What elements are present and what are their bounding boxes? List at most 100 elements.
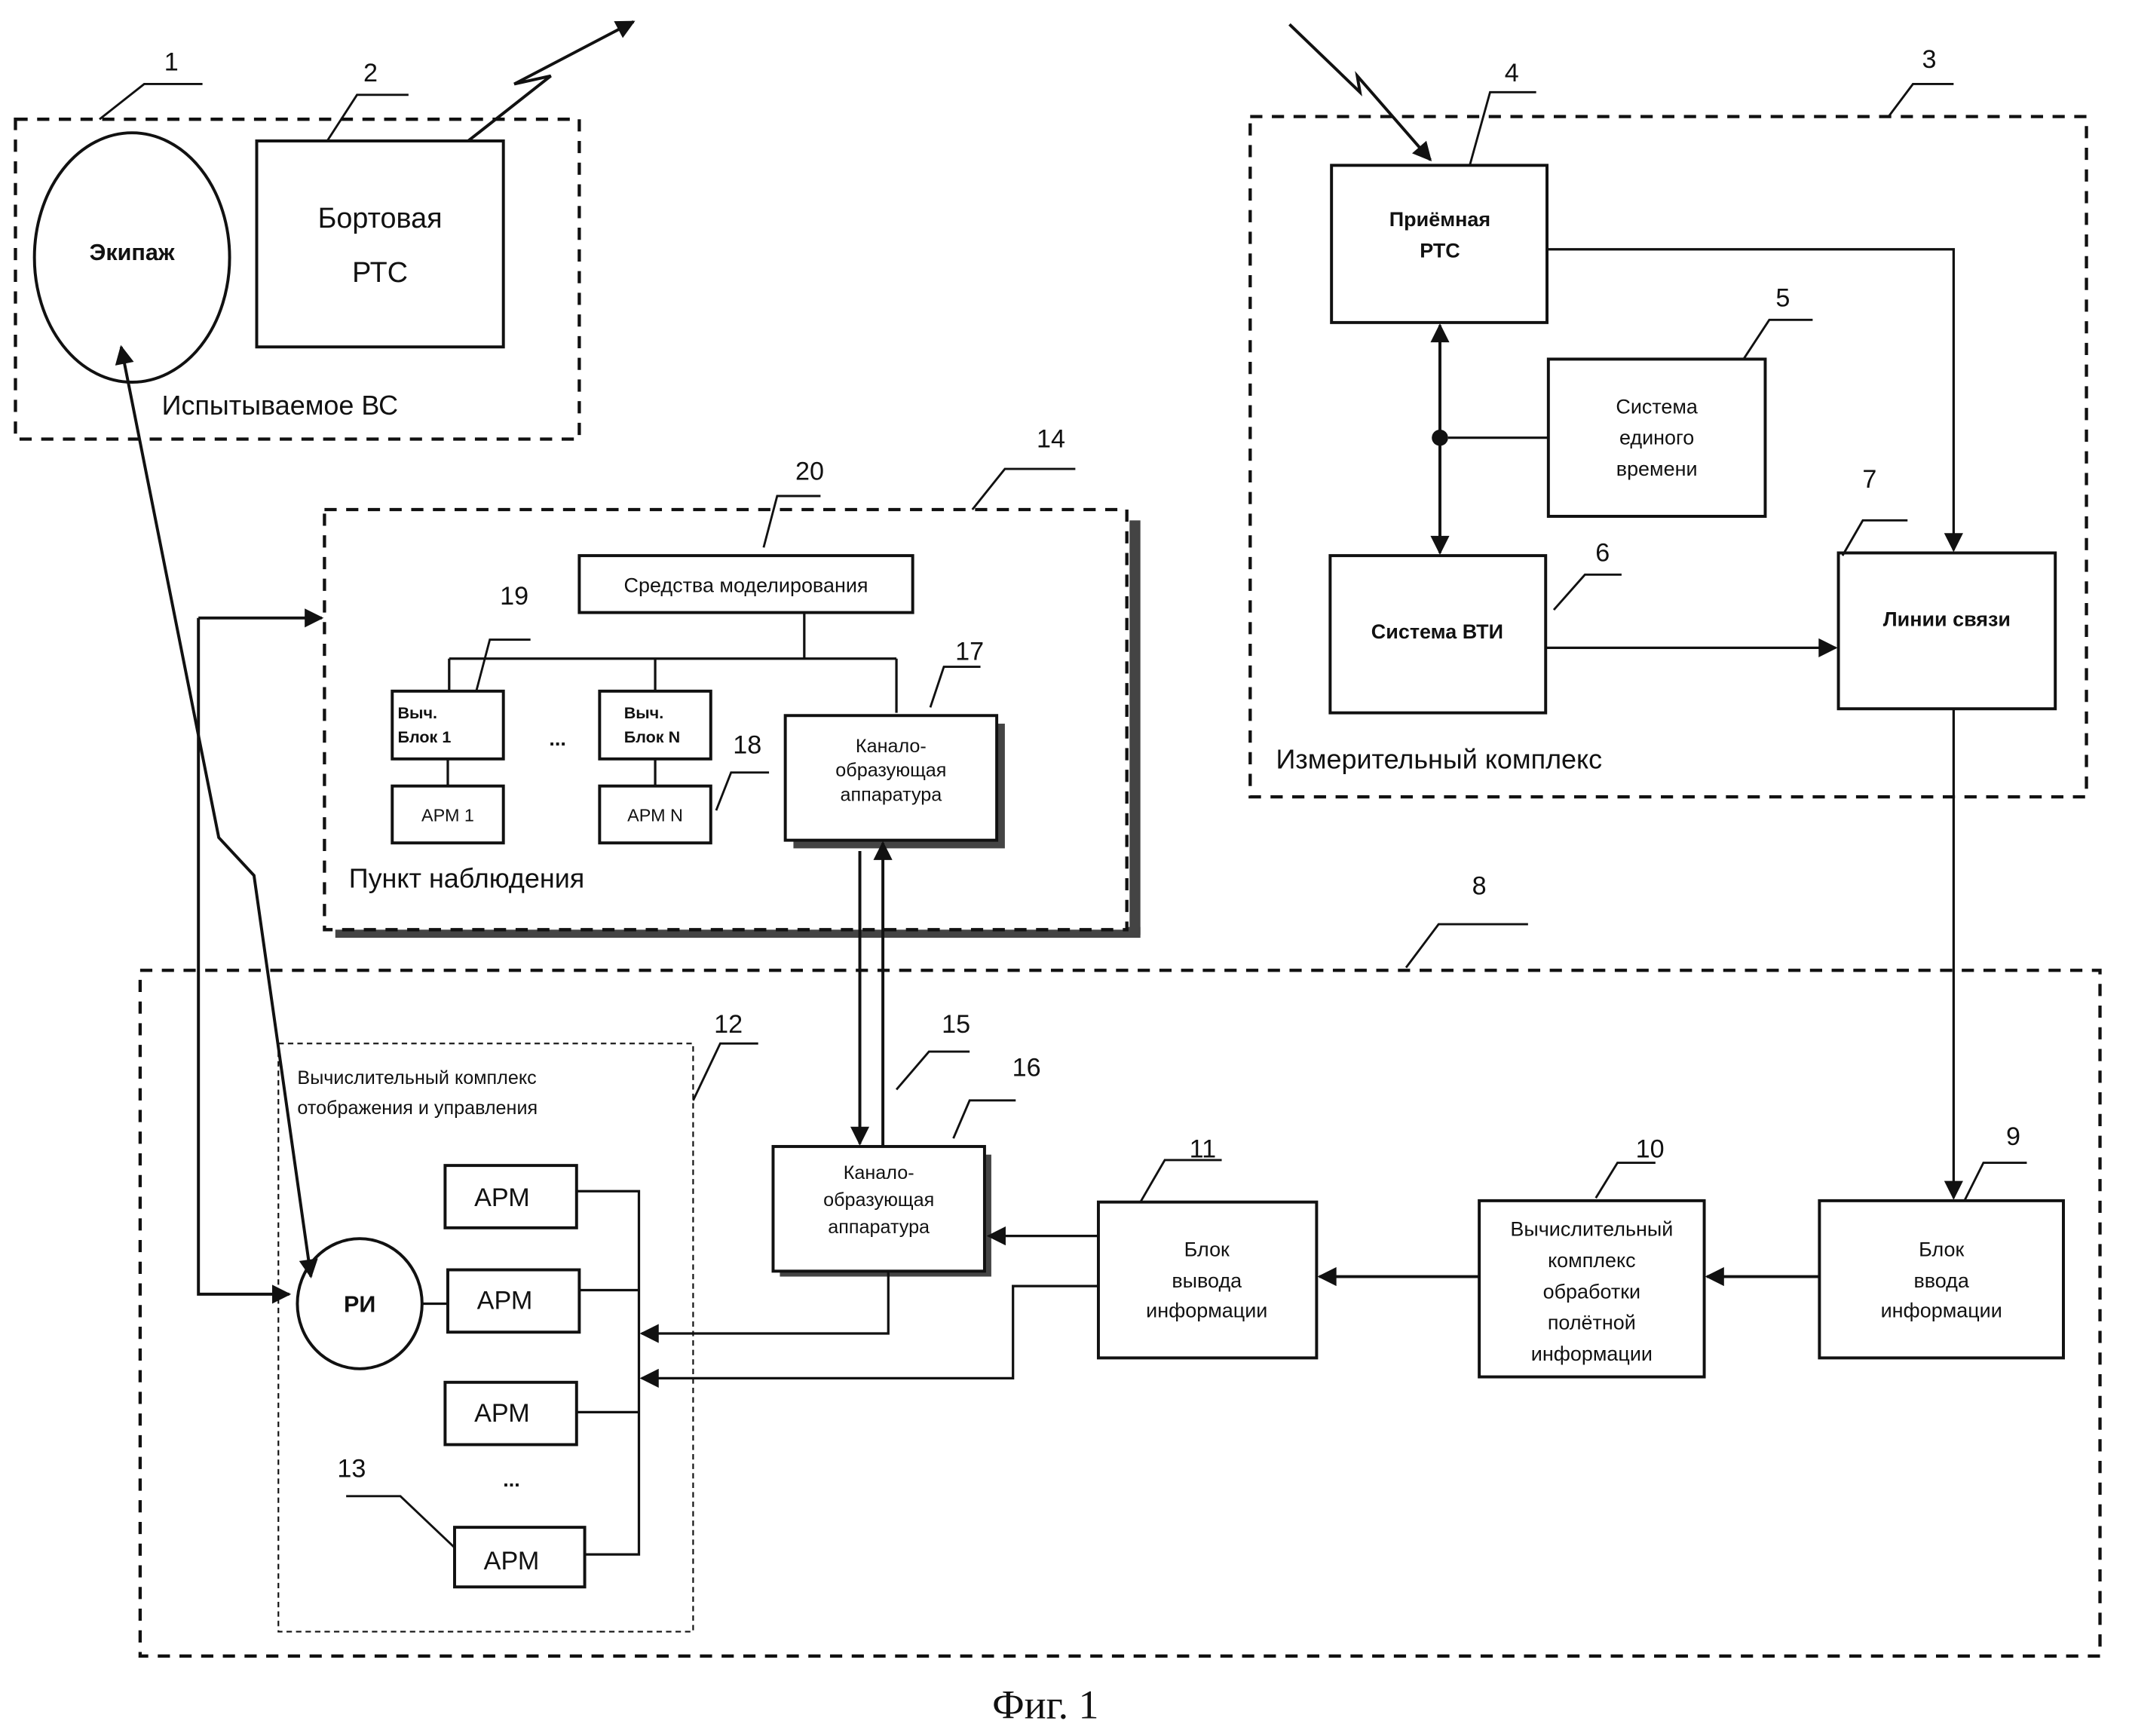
svg-text:Вычислительный: Вычислительный [1510, 1218, 1673, 1241]
svg-text:Приёмная: Приёмная [1389, 208, 1490, 231]
arm-bus-taps [576, 1288, 639, 1413]
modeling-tools-block[interactable]: Средства моделирования 20 [577, 457, 914, 614]
svg-text:образующая: образующая [835, 760, 946, 781]
ref-number: 16 [1012, 1053, 1041, 1082]
processing-complex-block[interactable]: Вычислительный комплекс обработки полётн… [1478, 1134, 1706, 1379]
leader-line [1594, 1162, 1656, 1199]
input-block[interactable]: Блок ввода информации 9 [1818, 1122, 2065, 1360]
ref-number: 7 [1862, 465, 1876, 494]
shadow [1129, 520, 1141, 935]
ri-node[interactable]: РИ [296, 1237, 424, 1370]
radio-uplink-arrow [467, 20, 636, 142]
ref-number: 19 [500, 582, 528, 611]
svg-text:Канало-: Канало- [844, 1162, 914, 1183]
svg-text:Выч.: Выч. [397, 703, 437, 722]
svg-text:времени: времени [1616, 458, 1698, 480]
leader-line [715, 771, 770, 811]
ref-number: 5 [1775, 283, 1790, 312]
output-block[interactable]: Блок вывода информации 11 [1096, 1134, 1319, 1360]
leader-line [326, 93, 409, 142]
leader-line [475, 638, 531, 692]
leader-line [1887, 83, 1954, 118]
leader-line [692, 1042, 758, 1101]
time-system-block[interactable]: Система единого времени 5 [1546, 283, 1813, 518]
group-label-line1: Вычислительный комплекс [297, 1067, 536, 1088]
onboard-rts-block[interactable]: Бортовая РТС 2 [255, 59, 505, 349]
leader-line [929, 666, 981, 708]
ref-number: 4 [1505, 59, 1519, 87]
arm-obs-1[interactable]: АРМ 1 [391, 784, 505, 845]
svg-text:Блок: Блок [1184, 1238, 1230, 1261]
ref-number: 17 [955, 638, 984, 666]
junction-dot [1432, 429, 1448, 446]
group-tested-aircraft: 1 Испытываемое ВС Экипаж Бортовая РТС 2 [14, 20, 636, 441]
comm-lines-block[interactable]: Линии связи 7 [1836, 465, 2057, 711]
leader-line [971, 467, 1076, 510]
svg-text:вывода: вывода [1172, 1269, 1242, 1292]
group-border [14, 118, 581, 441]
svg-text:АРМ 1: АРМ 1 [421, 805, 474, 825]
arm-4[interactable]: АРМ 13 [337, 1455, 587, 1589]
vti-system-block[interactable]: Система ВТИ 6 [1328, 538, 1622, 715]
ref-number: 1 [164, 47, 179, 76]
svg-text:информации: информации [1146, 1299, 1267, 1321]
arm-bus [576, 1189, 641, 1556]
figure-caption: Фиг. 1 [992, 1682, 1098, 1728]
calc-block-n[interactable]: Выч. Блок N [598, 689, 712, 761]
leader-line [346, 1495, 455, 1549]
channel-to-arm-bus [639, 1271, 890, 1343]
ref-number: 18 [733, 731, 761, 760]
group-label: Измерительный комплекс [1276, 743, 1602, 774]
svg-text:Блок: Блок [1919, 1238, 1964, 1261]
ref-number: 14 [1037, 424, 1065, 453]
leader-line [952, 1099, 1016, 1139]
group-label: Пункт наблюдения [349, 863, 585, 894]
arm-1[interactable]: АРМ [443, 1164, 578, 1229]
svg-text:Система ВТИ: Система ВТИ [1371, 620, 1503, 643]
leader-line [1139, 1159, 1222, 1203]
leader-line [1963, 1162, 2027, 1202]
svg-text:Блок 1: Блок 1 [397, 727, 451, 746]
channel-equipment-obs[interactable]: Канало- образующая аппаратура 17 [783, 638, 1005, 849]
svg-text:образующая: образующая [823, 1189, 934, 1211]
calc-to-arm-lines [446, 758, 657, 786]
crew-node[interactable]: Экипаж [32, 131, 231, 384]
receiving-rts-block[interactable]: Приёмная РТС 4 [1330, 59, 1549, 324]
svg-text:полётной: полётной [1548, 1312, 1636, 1334]
ref-number: 2 [363, 59, 378, 87]
leader-line [762, 494, 821, 548]
svg-text:информации: информации [1531, 1343, 1653, 1365]
leader-line [1841, 519, 1908, 556]
bus-drops [448, 658, 898, 713]
leader-line [1742, 318, 1813, 360]
ref-number: 3 [1922, 45, 1937, 74]
group-label: Испытываемое ВС [162, 390, 398, 421]
group-ground-complex: 8 12 Вычислительный комплекс отображения… [138, 840, 2102, 1658]
ref-number: 10 [1636, 1134, 1665, 1163]
svg-text:АРМ: АРМ [484, 1547, 540, 1575]
svg-text:АРМ: АРМ [474, 1183, 530, 1212]
arm-ellipsis: ... [503, 1468, 519, 1491]
svg-text:комплекс: комплекс [1548, 1249, 1636, 1272]
calc-block-1[interactable]: Выч. Блок 1 19 [391, 582, 531, 761]
ref-number: 8 [1472, 872, 1487, 901]
ref-number: 6 [1595, 538, 1610, 567]
arm-obs-n[interactable]: АРМ N 18 [598, 731, 770, 845]
calc-ellipsis: ... [549, 727, 565, 750]
crew-ri-radio-link [115, 344, 318, 1279]
ref-number: 15 [942, 1010, 970, 1039]
group-border [138, 969, 2102, 1658]
arm-3[interactable]: АРМ [443, 1380, 578, 1447]
group-measuring-complex: 3 Измерительный комплекс Приёмная РТС 4 … [1248, 23, 2088, 1200]
svg-text:АРМ N: АРМ N [627, 805, 683, 825]
group-observation-point: 14 Пункт наблюдения Средства моделирован… [323, 424, 1141, 938]
svg-text:Линии связи: Линии связи [1883, 608, 2011, 631]
leader-line [99, 83, 203, 121]
group-label-line2: отображения и управления [297, 1098, 538, 1119]
svg-text:Бортовая: Бортовая [318, 202, 443, 234]
leader-line [895, 1050, 970, 1091]
channel-equipment-ground[interactable]: Канало- образующая аппаратура 16 [771, 1053, 1041, 1277]
leader-line [1552, 573, 1622, 611]
arm-2[interactable]: АРМ [446, 1268, 581, 1334]
svg-text:АРМ: АРМ [474, 1399, 530, 1428]
